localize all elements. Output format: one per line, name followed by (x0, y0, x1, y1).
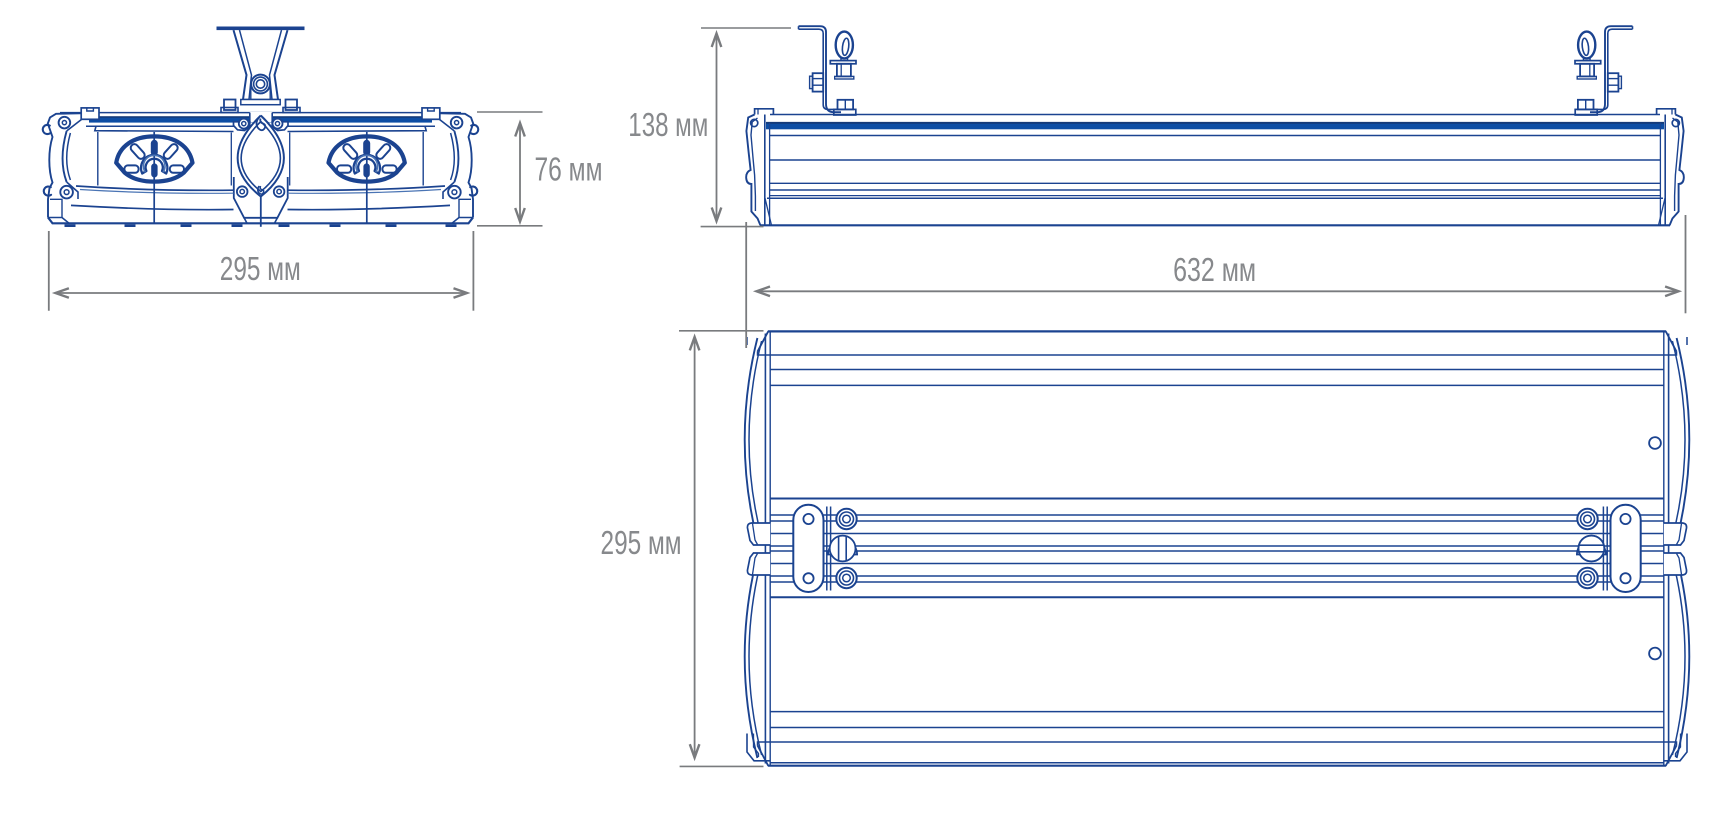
svg-text:295 мм: 295 мм (220, 250, 301, 287)
svg-text:632 мм: 632 мм (1173, 251, 1256, 288)
svg-text:76 мм: 76 мм (535, 151, 603, 188)
svg-text:138 мм: 138 мм (628, 106, 708, 143)
svg-text:295 мм: 295 мм (601, 524, 682, 561)
